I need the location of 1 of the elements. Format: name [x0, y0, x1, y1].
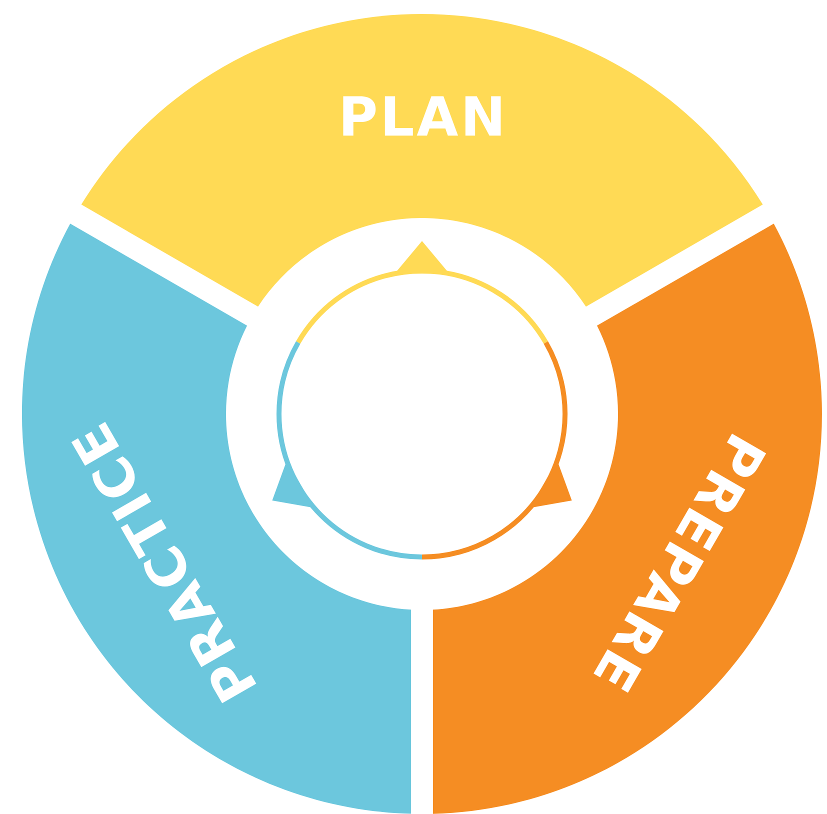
ring-segment: PLAN [81, 14, 763, 307]
